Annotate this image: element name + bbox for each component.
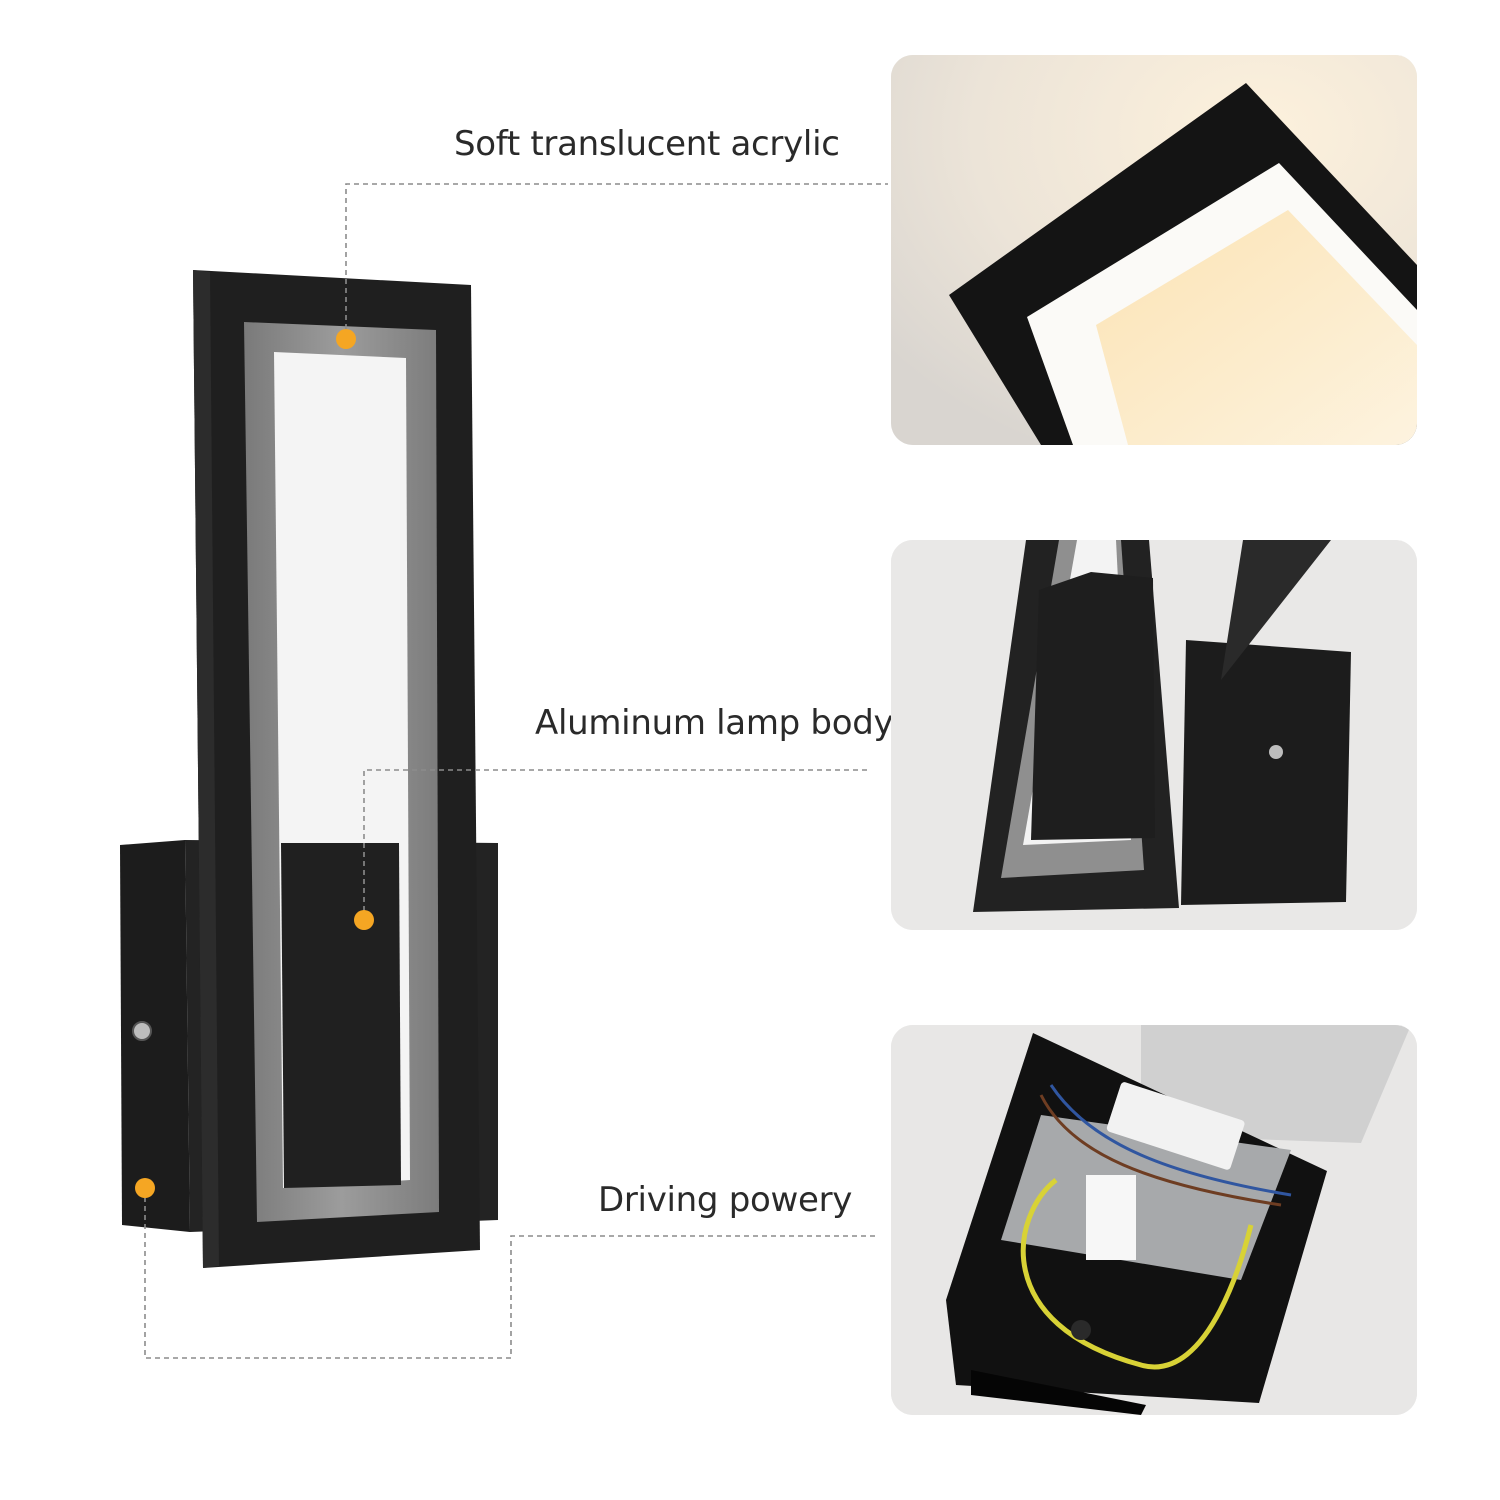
detail-panel-driver xyxy=(891,1025,1417,1415)
center-body-block xyxy=(281,843,401,1188)
detail-panel-body xyxy=(891,540,1417,930)
screw-icon xyxy=(132,1021,152,1041)
callout-label-body: Aluminum lamp body xyxy=(535,703,894,743)
mount-plate xyxy=(120,840,190,1232)
dashed-callout-lines xyxy=(144,183,888,1359)
marker-driver-icon xyxy=(135,1178,155,1198)
callout-label-driver: Driving powery xyxy=(598,1180,853,1220)
body-closeup-image xyxy=(891,540,1417,930)
detail-panel-acrylic xyxy=(891,55,1417,445)
acrylic-closeup-image xyxy=(891,55,1417,445)
marker-body-icon xyxy=(354,910,374,930)
driver-closeup-image xyxy=(891,1025,1417,1415)
callout-line-driver xyxy=(144,1188,878,1359)
callout-label-acrylic: Soft translucent acrylic xyxy=(454,124,840,164)
marker-acrylic-icon xyxy=(336,329,356,349)
callout-line-body xyxy=(363,769,870,920)
callout-line-acrylic xyxy=(345,183,888,338)
